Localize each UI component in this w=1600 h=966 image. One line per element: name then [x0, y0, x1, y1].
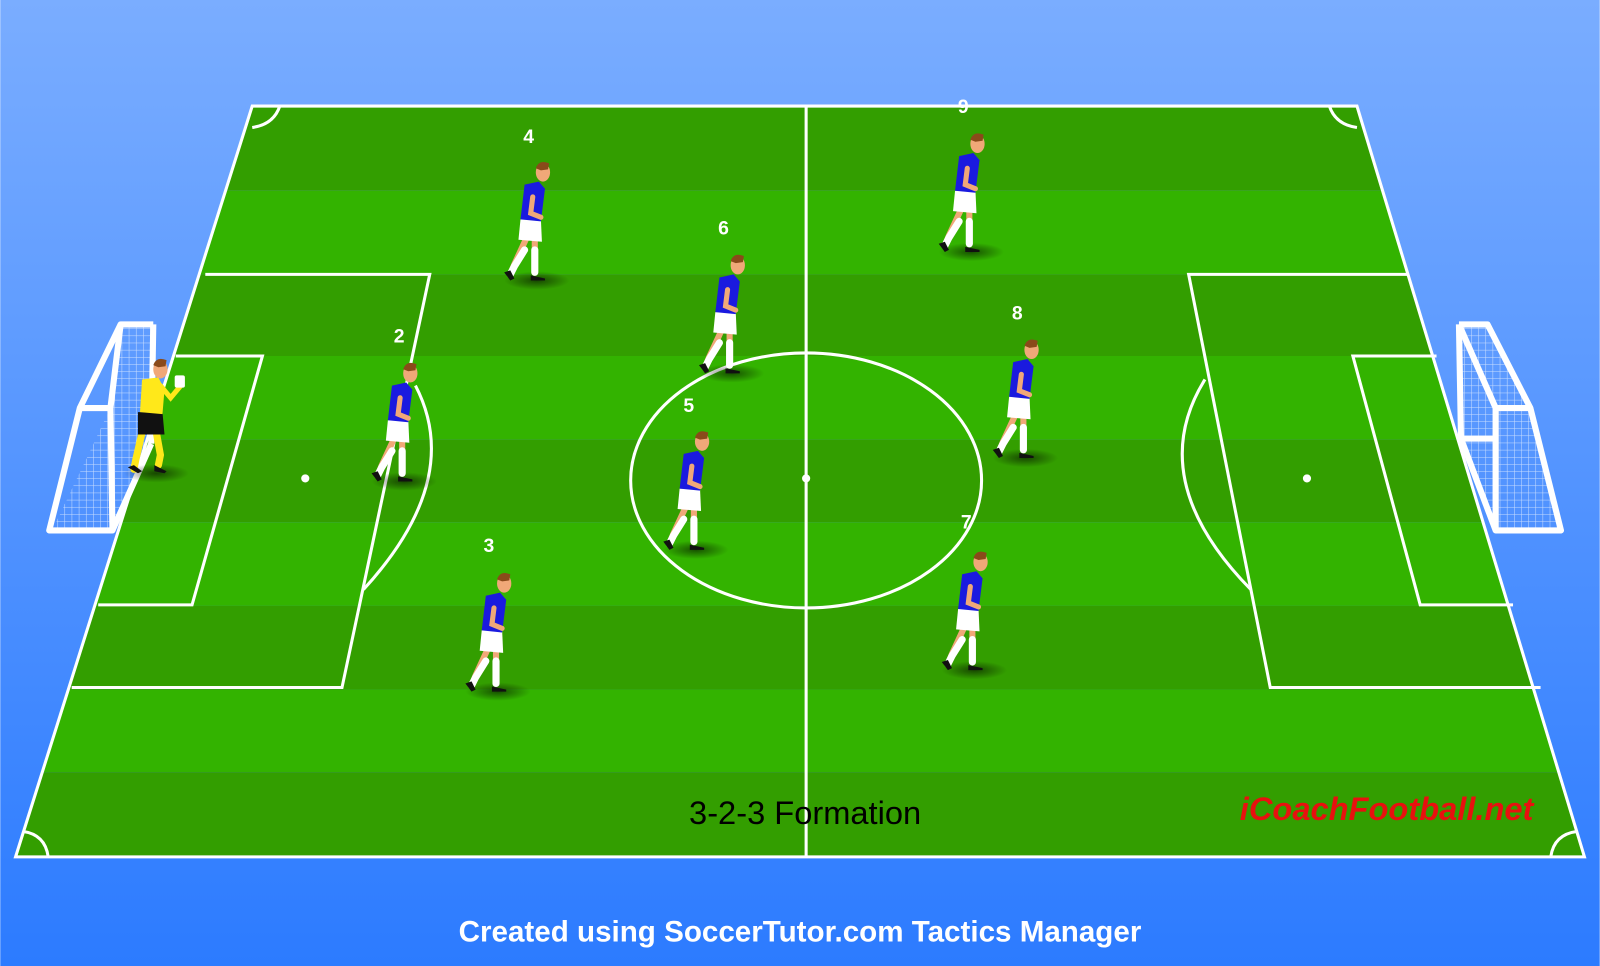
touchline-boundary — [13, 104, 1587, 859]
player-number-3: 3 — [483, 535, 494, 557]
right-goal — [1455, 321, 1565, 534]
right-penalty-spot — [1302, 474, 1312, 483]
left-penalty-spot — [301, 474, 310, 483]
center-spot — [802, 474, 811, 483]
right-penalty-area — [1186, 272, 1541, 690]
player-number-6: 6 — [718, 218, 729, 240]
brand-watermark: iCoachFootball.net — [1240, 790, 1535, 827]
right-goal-area — [1350, 354, 1514, 607]
player-number-9: 9 — [958, 96, 969, 118]
player-number-8: 8 — [1012, 302, 1023, 324]
formation-title: 3-2-3 Formation — [689, 794, 921, 831]
left-goal-area — [98, 354, 265, 607]
player-number-2: 2 — [394, 326, 405, 348]
player-number-7: 7 — [961, 511, 972, 533]
footer-credit: Created using SoccerTutor.com Tactics Ma… — [459, 916, 1142, 949]
pitch-grass — [15, 106, 1585, 857]
player-number-4: 4 — [523, 126, 534, 148]
player-number-5: 5 — [683, 395, 694, 417]
center-circle — [629, 351, 984, 610]
goalkeeper[interactable] — [123, 358, 189, 483]
right-penalty-arc — [1180, 378, 1252, 591]
